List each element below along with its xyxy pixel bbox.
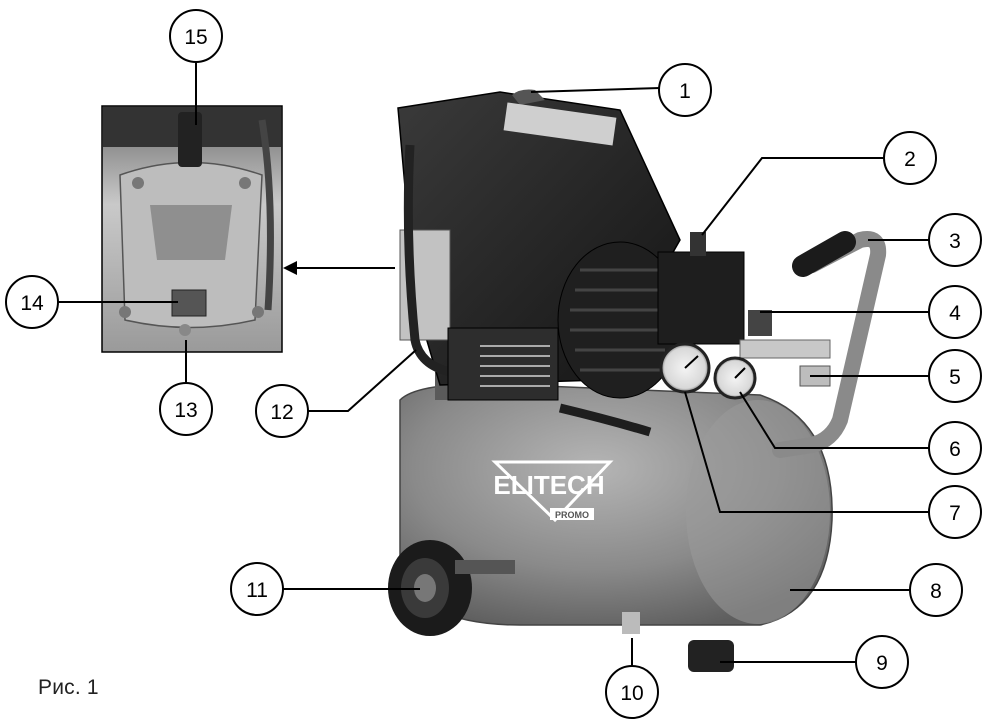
callout-1: 1 xyxy=(658,63,712,117)
compressor-body: ELITECH PROMO xyxy=(388,89,887,672)
callout-6: 6 xyxy=(928,421,982,475)
cover-bolt xyxy=(239,177,251,189)
callout-14: 14 xyxy=(5,275,59,329)
callout-number: 1 xyxy=(679,80,691,103)
handle-grip xyxy=(792,231,856,277)
cover-bolt xyxy=(119,306,131,318)
callout-number: 6 xyxy=(949,438,961,461)
callout-number: 15 xyxy=(184,26,207,49)
discharge-hose xyxy=(403,144,452,377)
carry-handle-top xyxy=(512,89,545,105)
callout-number: 3 xyxy=(949,230,961,253)
callout-number: 14 xyxy=(20,292,44,315)
fan-grille xyxy=(570,268,670,372)
callout-number: 11 xyxy=(246,579,268,602)
pump-head-inset xyxy=(101,105,283,353)
cover-recess xyxy=(150,205,232,260)
air-delivery-hose xyxy=(558,403,652,437)
on-off-button xyxy=(690,232,706,256)
callout-11: 11 xyxy=(230,562,284,616)
brand-logo-text: ELITECH xyxy=(493,470,604,500)
cover-bolt xyxy=(132,177,144,189)
callout-5: 5 xyxy=(928,349,982,403)
callout-13: 13 xyxy=(159,382,213,436)
wheel xyxy=(388,540,472,636)
callout-number: 8 xyxy=(930,580,942,603)
callout-2: 2 xyxy=(883,131,937,185)
drain-valve xyxy=(622,612,640,634)
callout-number: 4 xyxy=(949,302,961,325)
cover-bolt xyxy=(252,306,264,318)
callout-number: 13 xyxy=(174,399,197,422)
callout-10: 10 xyxy=(605,665,659,719)
rating-plate xyxy=(447,327,559,401)
rubber-foot xyxy=(688,640,734,672)
carry-handle xyxy=(772,231,887,458)
callout-number: 9 xyxy=(876,652,888,675)
callout-3: 3 xyxy=(928,213,982,267)
pressure-regulator xyxy=(748,310,772,336)
callout-8: 8 xyxy=(909,563,963,617)
leader-lines xyxy=(58,62,930,672)
callout-number: 7 xyxy=(949,502,961,525)
rating-plate-lines xyxy=(480,345,550,387)
callout-number: 5 xyxy=(949,366,961,389)
wheel-axle-bracket xyxy=(455,560,515,574)
inset-arrow xyxy=(283,261,395,275)
callout-number: 2 xyxy=(904,148,916,171)
manifold xyxy=(739,339,831,359)
inset-hose xyxy=(258,119,274,311)
brand-logo: ELITECH PROMO xyxy=(491,460,614,523)
callout-9: 9 xyxy=(855,635,909,689)
figure-caption: Рис. 1 xyxy=(38,676,99,699)
brand-logo-subtext: PROMO xyxy=(555,510,589,520)
inset-drain-bolt xyxy=(179,324,191,336)
callout-15: 15 xyxy=(169,9,223,63)
pressure-switch xyxy=(657,251,745,345)
air-filter-knob xyxy=(178,112,202,167)
callout-number: 12 xyxy=(270,401,293,424)
housing-label-strip xyxy=(503,102,617,146)
callout-4: 4 xyxy=(928,285,982,339)
callout-12: 12 xyxy=(255,384,309,438)
callout-7: 7 xyxy=(928,485,982,539)
callout-number: 10 xyxy=(620,682,643,705)
